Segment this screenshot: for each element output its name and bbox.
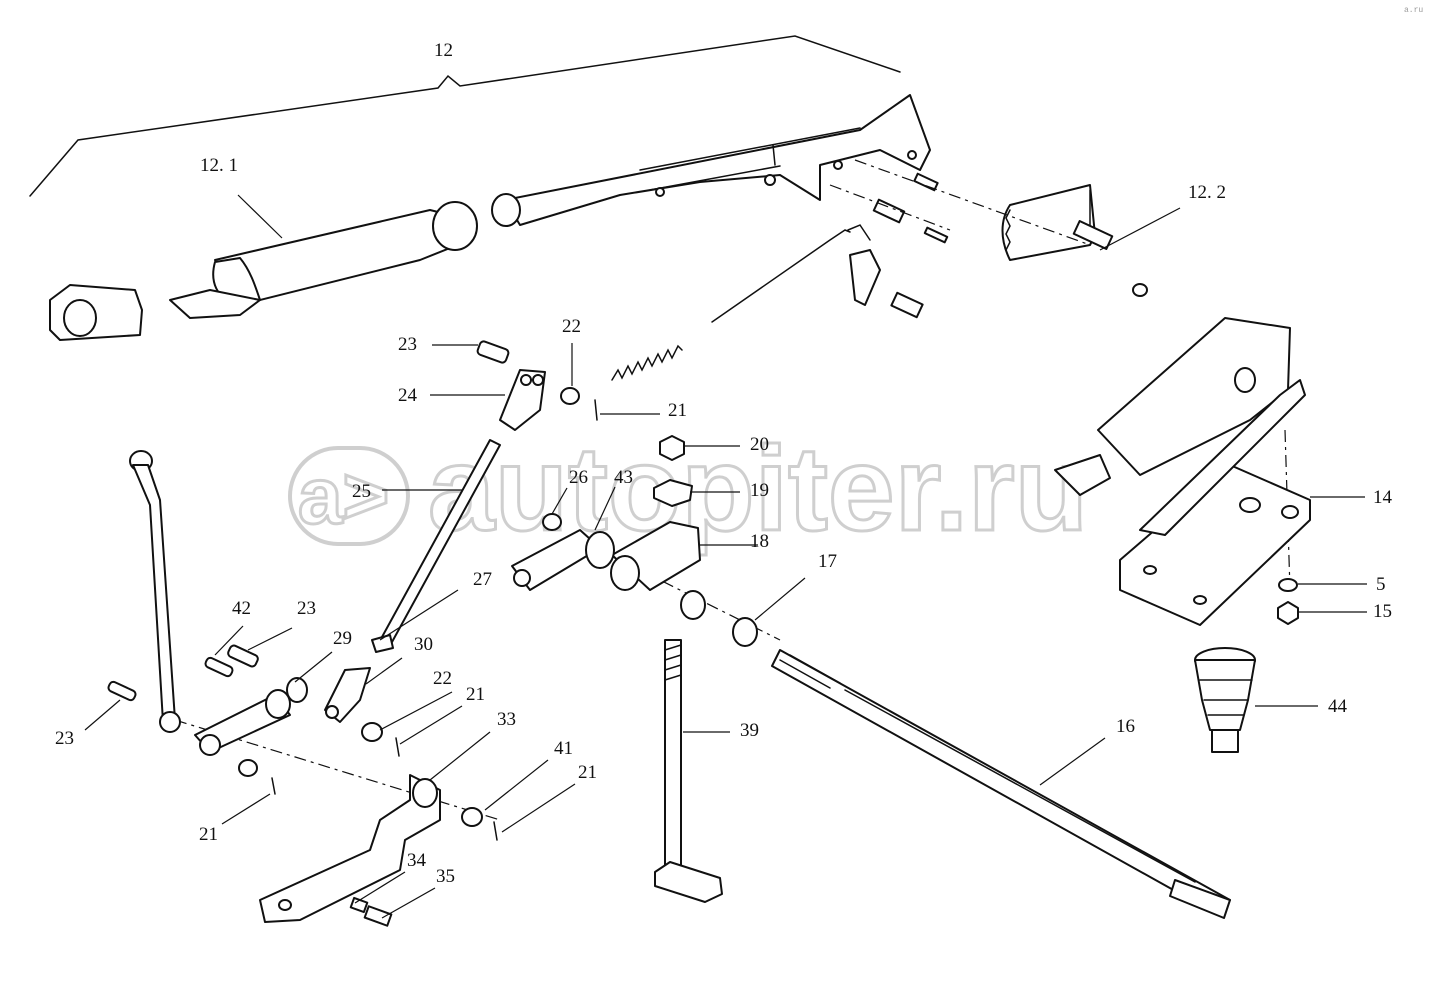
watermark-logo-icon [288, 446, 410, 546]
callout-12: 12 [434, 40, 453, 61]
washer-22-top [560, 387, 580, 405]
hand-lever [129, 450, 181, 733]
pin-42 [204, 656, 234, 678]
pins-group-12-2 [872, 172, 1148, 319]
callout-35: 35 [436, 866, 455, 887]
callout-14: 14 [1373, 487, 1393, 508]
pawl-rod [711, 224, 881, 323]
callout-21-right: 21 [578, 762, 597, 783]
bushing-left [49, 284, 143, 341]
bushing-17-a [680, 590, 706, 620]
callout-23-left: 23 [55, 728, 74, 749]
fork-18 [610, 521, 701, 591]
cotter-21-top [594, 399, 598, 421]
shaft-16 [771, 649, 1231, 919]
callout-34: 34 [407, 850, 427, 871]
callout-22-top: 22 [562, 316, 581, 337]
callout-16: 16 [1116, 716, 1135, 737]
callout-23-top: 23 [398, 334, 417, 355]
callout-5: 5 [1376, 574, 1386, 595]
callout-29: 29 [333, 628, 352, 649]
bolt-35 [363, 905, 393, 927]
axis-line-lower [829, 184, 951, 231]
tube-cover-12-1 [169, 201, 478, 319]
watermark-text: autopiter.ru [428, 422, 1088, 556]
callout-43: 43 [614, 467, 633, 488]
callout-24: 24 [398, 385, 418, 406]
assembly-bracket-12 [29, 35, 901, 197]
callout-12-1: 12. 1 [200, 155, 238, 176]
nut-20 [659, 435, 685, 461]
pin-34 [349, 896, 369, 914]
callout-25: 25 [352, 481, 371, 502]
callouts: 12 12. 1 12. 2 14 5 15 44 16 17 18 19 20… [55, 40, 1393, 887]
callout-41: 41 [554, 738, 573, 759]
callout-27: 27 [473, 569, 492, 590]
lever-housing-12 [491, 94, 931, 227]
callout-21-left: 21 [199, 824, 218, 845]
callout-23-mid: 23 [297, 598, 316, 619]
callout-19: 19 [750, 480, 769, 501]
pin-23-left [107, 680, 137, 702]
washer-22-left [361, 722, 383, 742]
clevis-24 [499, 369, 546, 431]
ring-26 [542, 513, 562, 531]
callout-21-mid: 21 [466, 684, 485, 705]
callout-33: 33 [497, 709, 516, 730]
callout-17: 17 [818, 551, 837, 572]
cotter-21-right [493, 821, 498, 841]
corner-mark: a.ru [1404, 6, 1423, 15]
callout-39: 39 [740, 720, 759, 741]
callout-12-2: 12. 2 [1188, 182, 1226, 203]
rod-end-25 [371, 634, 394, 653]
watermark: a> autopiter.ru [288, 421, 1090, 558]
callout-22-left: 22 [433, 668, 452, 689]
bolt-39 [654, 639, 723, 903]
lever-arm-43 [511, 529, 615, 591]
watermark-symbol: a> [298, 451, 389, 540]
clevis-30 [324, 667, 371, 723]
spring [611, 344, 683, 381]
washer-19 [653, 479, 693, 507]
washer-41 [461, 807, 483, 827]
link-29 [194, 677, 308, 756]
callout-30: 30 [414, 634, 433, 655]
pin-23-top [476, 340, 510, 364]
axis-line-upper [854, 159, 1091, 246]
washer-21-left [238, 759, 258, 777]
bracket-33 [259, 774, 441, 923]
callout-44: 44 [1328, 696, 1348, 717]
callout-26: 26 [569, 467, 588, 488]
callout-15: 15 [1373, 601, 1392, 622]
cotter-21-left [271, 777, 276, 795]
cotter-21-mid [395, 737, 400, 757]
leader-lines [84, 194, 1367, 919]
bushing-17-b [732, 617, 758, 647]
callout-18: 18 [750, 531, 769, 552]
pin-23-mid [227, 644, 259, 668]
callout-42: 42 [232, 598, 251, 619]
callout-21-top: 21 [668, 400, 687, 421]
boot-44 [1194, 647, 1256, 753]
callout-20: 20 [750, 434, 769, 455]
bracket-14 [1054, 317, 1311, 626]
washer-5 [1278, 578, 1298, 592]
nut-15 [1277, 601, 1299, 625]
